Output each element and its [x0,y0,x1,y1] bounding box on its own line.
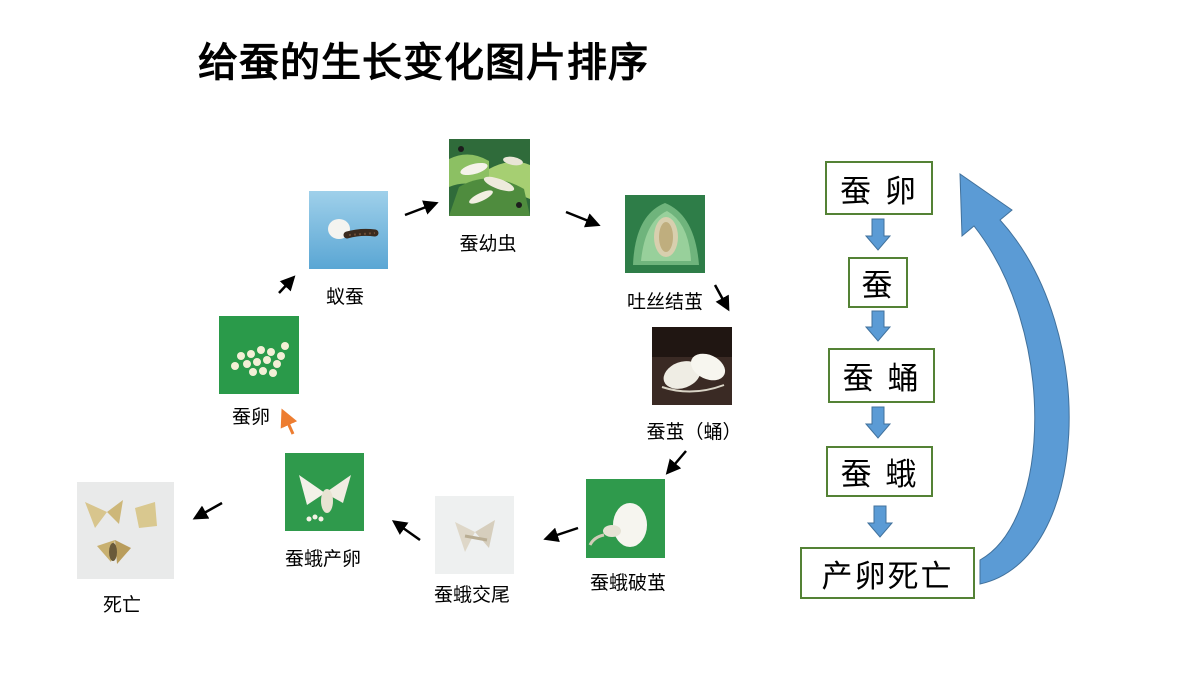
arrow-emerge-to-mate [543,526,579,542]
arrow-egg-to-ant [278,275,296,294]
arrow-lay-to-death [192,501,223,520]
flow-arrow-4 [866,505,894,538]
cocoon-photo [652,327,732,405]
arrow-lay-to-egg [280,408,298,435]
stage-caption-death: 死亡 [102,594,142,616]
stage-caption-cocoon: 蚕茧（蛹） [646,421,742,443]
moth-emerging-photo [586,479,665,558]
silkworm-eggs-photo [219,316,299,394]
flow-down-arrows [864,218,894,538]
stage-caption-egg: 蚕卵 [231,406,271,428]
flow-box-lay-death: 产卵死亡 [800,547,975,599]
stage-caption-ant: 蚁蚕 [325,286,365,308]
flow-arrow-2 [864,310,892,342]
stage-caption-lay: 蚕蛾产卵 [284,548,362,570]
moth-laying-eggs-photo [285,453,364,531]
stage-caption-spin: 吐丝结茧 [626,291,704,313]
stage-caption-larva: 蚕幼虫 [459,233,517,255]
flow-box-silkworm: 蚕 [848,257,908,308]
page-title: 给蚕的生长变化图片排序 [198,40,649,86]
ant-silkworm-photo [309,191,388,269]
arrow-mate-to-lay [391,520,421,542]
silkworm-larva-photo [449,139,530,216]
arrow-ant-to-larva [404,200,439,217]
stage-caption-emerge: 蚕蛾破茧 [589,572,667,594]
flow-box-egg: 蚕 卵 [825,161,933,215]
dead-moths-photo [77,482,174,579]
return-curve-arrow [959,173,1070,585]
flow-arrow-1 [864,218,892,251]
spinning-cocoon-photo [625,195,705,273]
arrow-cocoon-to-emerge [665,450,687,475]
arrow-spin-to-cocoon [713,284,730,312]
moth-mating-photo [435,496,514,574]
stage-caption-mate: 蚕蛾交尾 [433,584,511,606]
arrow-larva-to-spin [565,210,601,228]
flow-box-pupa: 蚕 蛹 [828,348,935,403]
flow-arrow-3 [864,406,892,439]
flow-box-moth: 蚕 蛾 [826,446,933,497]
